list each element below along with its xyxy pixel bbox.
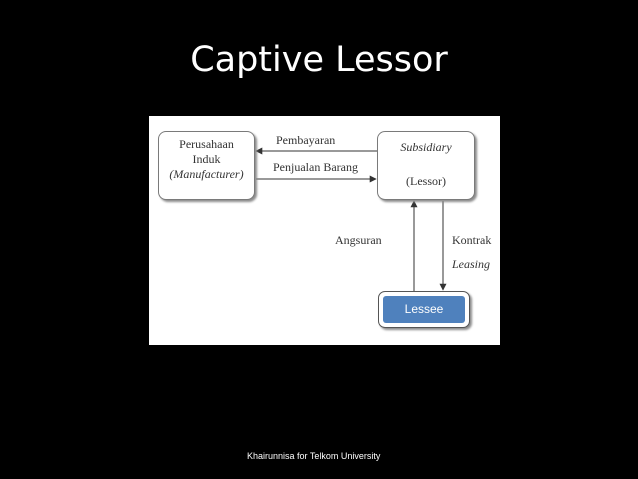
subsidiary-line-2: (Lessor): [406, 174, 446, 188]
subsidiary-line-1: Subsidiary: [400, 140, 452, 154]
manufacturer-line-2: Induk: [192, 152, 221, 166]
slide-title: Captive Lessor: [190, 40, 448, 80]
goods-sale-label: Penjualan Barang: [273, 160, 358, 174]
diagram-arrows: [255, 147, 447, 291]
manufacturer-line-3: (Manufacturer): [169, 167, 244, 181]
manufacturer-line-1: Perusahaan: [179, 137, 234, 151]
contract-label-line-1: Kontrak: [452, 233, 492, 247]
captive-lessor-diagram: Perusahaan Induk (Manufacturer) Subsidia…: [149, 116, 500, 345]
manufacturer-node: Perusahaan Induk (Manufacturer): [158, 131, 255, 200]
footer-credit: Khairunnisa for Telkom University: [247, 451, 381, 461]
lessee-node: Lessee: [378, 291, 470, 328]
subsidiary-node: Subsidiary (Lessor): [377, 131, 475, 200]
payment-label: Pembayaran: [276, 133, 336, 147]
installment-label: Angsuran: [335, 233, 382, 247]
lessee-label: Lessee: [383, 296, 465, 323]
contract-label-line-2: Leasing: [452, 257, 491, 271]
